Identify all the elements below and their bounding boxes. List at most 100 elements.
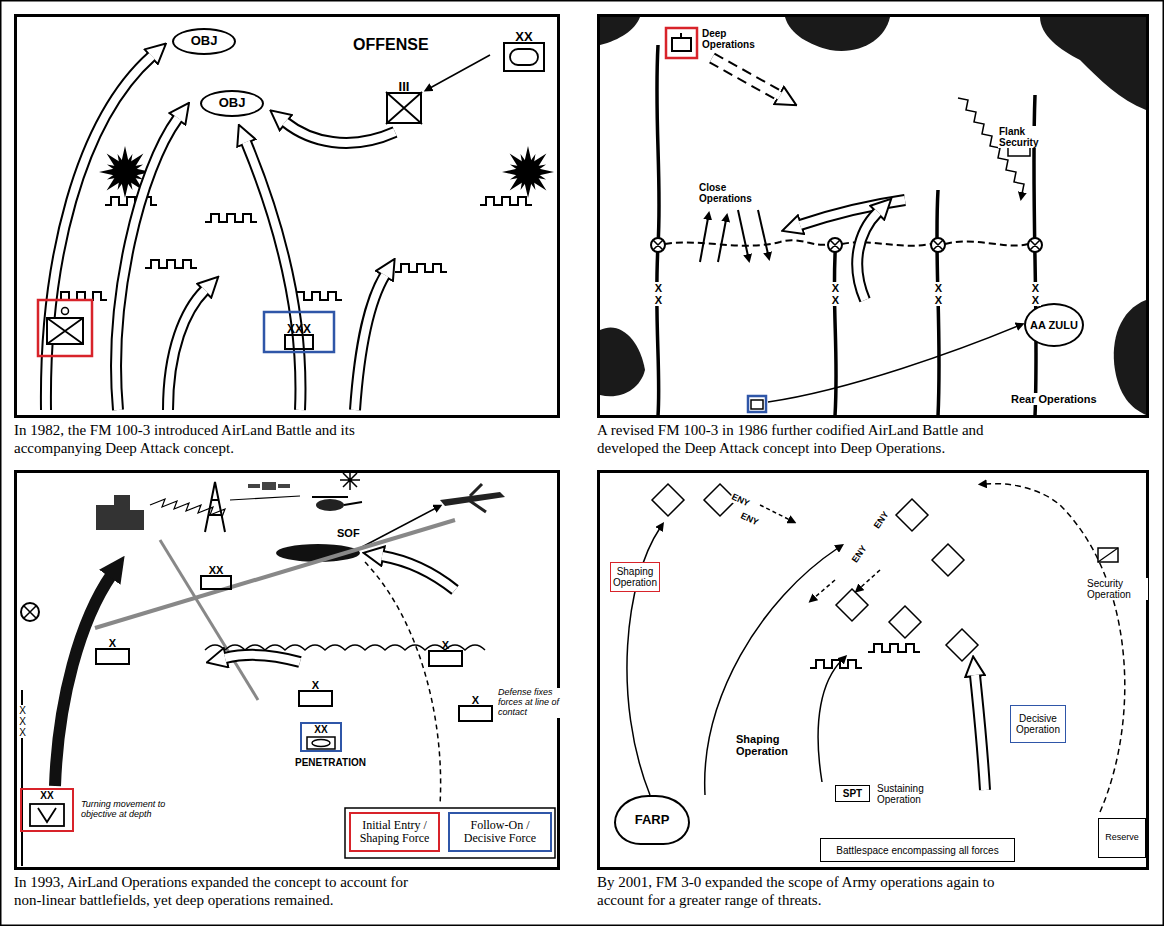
airland-operations-sketch: [114, 495, 130, 530]
deep-operations-sketch: [800, 200, 905, 225]
fm3-0-sketch: [1098, 548, 1118, 562]
map-label: Turning movement to objective at depth: [80, 800, 192, 820]
box-label: Battlespace encompassing all forces: [836, 845, 998, 856]
fm3-0-sketch: [836, 589, 868, 621]
text-box: Shaping Operation: [610, 562, 660, 592]
map-label: Rear Operations: [1010, 393, 1098, 405]
fm3-0-sketch: [896, 499, 928, 531]
unit-symbol: X: [298, 690, 333, 707]
panel-frame: In 1982, the FM 100-3 introduced AirLand…: [14, 14, 560, 418]
offense-sketch: [145, 260, 197, 268]
deep-operations-sketch: [700, 218, 708, 262]
airland-operations-sketch: [130, 510, 144, 530]
fm3-0-sketch: [760, 505, 790, 520]
map-label: Sustaining Operation: [876, 783, 958, 805]
airland-operations-sketch: [340, 470, 360, 490]
fm3-0-sketch: [932, 544, 964, 576]
map-label: ENY: [850, 543, 870, 565]
fm3-0-sketch: [889, 606, 921, 638]
panel-frame: A revised FM 100-3 in 1986 further codif…: [597, 14, 1149, 418]
airland-operations-sketch: [96, 505, 114, 530]
offense-sketch: [386, 92, 422, 124]
deep-operations-sketch: [738, 210, 748, 256]
key-label: Initial Entry / Shaping Force: [354, 819, 435, 845]
fm3-0-sketch: [860, 570, 880, 588]
deep-operations-sketch: [700, 210, 768, 262]
box-label: FARP: [635, 813, 670, 827]
deep-operations-sketch: [651, 238, 1042, 252]
echelon-mark: XX: [182, 565, 250, 576]
farp-shape: FARP: [614, 795, 690, 845]
offense-sketch: [355, 275, 385, 410]
map-label: X X: [933, 282, 944, 306]
fm3-0-sketch: [868, 644, 920, 652]
deep-operations-sketch: [1114, 300, 1146, 415]
unit-symbol: III: [386, 92, 422, 124]
box-label: Shaping Operation: [613, 566, 657, 588]
unit-symbol: X: [458, 705, 493, 722]
airland-operations-sketch: [248, 484, 260, 488]
map-label: Defense fixes forces at line of contact: [497, 688, 561, 718]
box-label: Reserve: [1105, 833, 1139, 843]
offense-sketch: [105, 197, 157, 205]
fm3-0-sketch: [810, 660, 862, 668]
text-box: Reserve: [1098, 818, 1146, 858]
map-label: X X: [830, 282, 841, 306]
deep-operations-sketch: [600, 327, 645, 396]
airland-operations-sketch: [470, 484, 486, 512]
fm3-0-sketch: [985, 484, 1125, 812]
map-label: X X: [1030, 282, 1041, 306]
objective-label: OBJ: [219, 96, 246, 110]
key-box: Follow-On / Decisive Force: [448, 812, 552, 852]
deep-operations-sketch: [665, 240, 1028, 245]
deep-operations-sketch: [657, 45, 1036, 416]
text-box: Battlespace encompassing all forces: [820, 838, 1015, 862]
offense-sketch: [38, 49, 554, 410]
deep-operations-sketch: [653, 240, 1040, 250]
airland-operations-sketch: [95, 520, 455, 628]
caption-text: In 1982, the FM 100-3 introduced AirLand…: [14, 421, 429, 457]
offense-sketch: [47, 318, 83, 344]
offense-sketch: [502, 146, 554, 198]
fm3-0-sketch: [946, 629, 978, 661]
deep-operations-sketch: [680, 33, 682, 38]
offense-sketch: [503, 147, 554, 198]
airland-operations-sketch: [160, 540, 258, 700]
fm3-0-sketch: [1098, 548, 1118, 562]
airland-operations-sketch: [382, 556, 455, 590]
map-label: Flank Security: [998, 126, 1052, 148]
unit-symbol: XXX: [284, 334, 314, 350]
objective-oval: OBJ: [172, 28, 236, 55]
airland-operations-sketch: [262, 482, 276, 490]
airland-operations-sketch: [24, 606, 36, 618]
key-box: Initial Entry / Shaping Force: [349, 812, 440, 852]
offense-sketch: [47, 318, 83, 344]
deep-operations-sketch: [857, 212, 878, 300]
objective-label: AA ZULU: [1030, 319, 1078, 331]
deep-operations-sketch: [657, 45, 659, 416]
deep-operations-sketch: [672, 38, 691, 51]
echelon-mark: XX: [485, 30, 563, 43]
unit-symbol: XX: [503, 42, 545, 72]
objective-label: OBJ: [191, 34, 218, 48]
offense-sketch: [62, 308, 69, 315]
offense-sketch: [480, 197, 532, 205]
fm3-0-sketch: [975, 675, 985, 790]
airland-operations-sketch: [225, 655, 300, 662]
offense-sketch: [205, 214, 257, 222]
offense-sketch: [264, 312, 334, 352]
unit-highlight-box: XX: [20, 788, 74, 832]
airland-operations-sketch: [307, 737, 335, 749]
offense-sketch: [38, 300, 92, 356]
caption-text: In 1993, AirLand Operations expanded the…: [14, 873, 409, 909]
echelon-mark: XX: [40, 790, 53, 801]
deep-operations-sketch: [785, 17, 890, 51]
offense-sketch: [510, 49, 538, 65]
fm3-0-sketch: [814, 580, 835, 598]
map-label: X X X: [17, 705, 28, 738]
map-label: PENETRATION: [294, 757, 367, 768]
offense-sketch: [168, 290, 205, 410]
fm3-0-sketch: [627, 484, 1125, 812]
unit-symbol: XX: [200, 575, 232, 590]
